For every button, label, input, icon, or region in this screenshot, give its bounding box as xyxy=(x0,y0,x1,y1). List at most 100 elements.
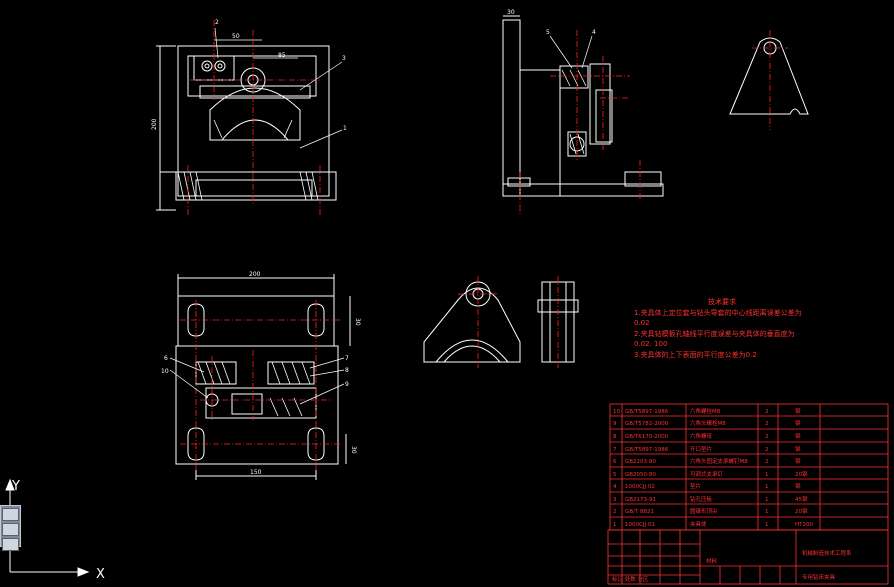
bom-cell-name: 夹具体 xyxy=(690,520,707,528)
callout-plan-7: 7 xyxy=(345,355,349,362)
technical-note-line: 1.夹具体上定位套与钻头导套的中心线距离误差公差为 xyxy=(634,308,802,317)
title-block-department: 机械制造技术工程系 xyxy=(802,549,852,557)
title-block-revision: 标记 处数 分区 xyxy=(612,575,649,583)
bom-cell-name: 钻孔压板 xyxy=(690,495,713,503)
callout-plan-10: 10 xyxy=(161,368,169,375)
title-block-drawing-name: 专用钻床夹具 xyxy=(802,573,836,581)
bom-cell-name: 可调式支承钉 xyxy=(690,470,724,478)
toolbar-button[interactable] xyxy=(2,523,19,536)
bom-cell-code: GB/T5897-1986 xyxy=(625,447,669,453)
callout-side-4: 4 xyxy=(592,29,596,36)
bom-cell-no: 10 xyxy=(613,409,620,415)
plan-view xyxy=(175,274,351,480)
callout-plan-6: 6 xyxy=(164,355,168,362)
toolbar-button[interactable] xyxy=(2,538,19,551)
side-view-leaders xyxy=(549,35,593,69)
dim-plan-side: 30 xyxy=(354,318,361,326)
bom-cell-name: 开口垫片 xyxy=(690,445,712,453)
bom-cell-name: 圆锥形顶尖 xyxy=(690,507,718,515)
bom-cell-no: 7 xyxy=(613,447,617,453)
bom-cell-name: 六角螺栓M8 xyxy=(690,407,721,415)
dim-offset-85: 85 xyxy=(278,52,286,59)
technical-note-line: 2.夹具钻模板孔轴线平行度误差与夹具体的垂直度为 xyxy=(634,329,795,338)
bom-cell-mat: 45钢 xyxy=(795,495,808,503)
technical-notes: 技术要求 1.夹具体上定位套与钻头导套的中心线距离误差公差为 0.02 2.夹具… xyxy=(634,297,802,360)
part-sketch xyxy=(729,37,809,115)
technical-note-line: 0.02 xyxy=(634,319,650,327)
title-block-material: 材料 xyxy=(706,557,718,565)
bom-cell-code: 1000CJJ 01 xyxy=(625,522,655,528)
bom-cell-code: GB2050-80 xyxy=(625,472,657,478)
bom-cell-no: 4 xyxy=(613,484,617,490)
bom-cell-mat: 钢 xyxy=(795,482,801,490)
bom-cell-mat: 钢 xyxy=(795,445,801,453)
bom-cell-qty: 2 xyxy=(765,447,769,453)
bom-cell-qty: 1 xyxy=(765,472,769,478)
bom-cell-no: 5 xyxy=(613,472,617,478)
part-sketch-centerlines xyxy=(752,30,788,130)
dim-plan-bottom-side: 30 xyxy=(350,446,357,454)
bom-cell-qty: 1 xyxy=(765,522,769,528)
technical-note-line: 0.02. 100 xyxy=(634,340,668,348)
floating-toolbar[interactable] xyxy=(0,505,21,551)
dim-height-200: 200 xyxy=(151,118,158,130)
bom-cell-mat: 钢 xyxy=(795,457,801,465)
bom-cell-code: GB/T6170-2000 xyxy=(625,434,669,440)
front-view-leaders xyxy=(214,27,343,149)
bom-cell-mat: 钢 xyxy=(795,432,801,440)
bom-cell-no: 1 xyxy=(613,522,617,528)
toolbar-button[interactable] xyxy=(2,508,19,521)
bom-cell-mat: 20钢 xyxy=(795,507,808,515)
front-view-centerlines xyxy=(187,20,321,215)
workpiece-centerlines xyxy=(458,276,559,368)
technical-notes-title: 技术要求 xyxy=(708,298,736,306)
plan-view-hatch xyxy=(197,361,311,417)
bom-cell-no: 2 xyxy=(613,509,617,515)
bom-cell-name: 垫片 xyxy=(690,482,701,490)
bom-cell-qty: 2 xyxy=(765,409,769,415)
bom-cell-name: 六角头固定支承螺钉M8 xyxy=(690,457,748,465)
plan-view-leaders xyxy=(169,357,345,405)
bom-cell-code: GB2173-91 xyxy=(625,497,656,503)
ucs-x-label: X xyxy=(96,567,105,582)
bom-cell-no: 9 xyxy=(613,421,617,427)
dim-plan-base: 150 xyxy=(250,469,262,476)
callout-side-5: 5 xyxy=(546,29,550,36)
bom-cell-no: 8 xyxy=(613,434,617,440)
bom-cell-qty: 2 xyxy=(765,421,769,427)
side-view xyxy=(502,15,664,197)
bom-cell-qty: 2 xyxy=(765,459,769,465)
bom-cell-mat: HT200 xyxy=(795,522,813,528)
side-view-centerlines xyxy=(519,30,641,215)
bom-cell-no: 3 xyxy=(613,497,617,503)
callout-front-3: 3 xyxy=(342,55,346,62)
bom-cell-qty: 1 xyxy=(765,497,769,503)
bom-cell-code: GB/T 8821 xyxy=(625,509,654,515)
bom-cell-code: GB/T5897-1986 xyxy=(625,409,669,415)
bom-cell-code: GB2203-80 xyxy=(625,459,657,465)
front-view-hatch xyxy=(177,119,319,201)
side-view-hatch xyxy=(561,69,587,155)
bom-cell-name: 六角头螺栓M8 xyxy=(690,419,726,427)
bom-cell-qty: 1 xyxy=(765,509,769,515)
bom-cell-name: 六角螺母 xyxy=(690,432,713,440)
ucs-y-label: Y xyxy=(11,479,20,494)
bom-cell-mat: 20钢 xyxy=(795,470,808,478)
dim-plan-width: 200 xyxy=(249,271,261,278)
callout-front-2: 2 xyxy=(215,19,219,26)
dim-top-width: 50 xyxy=(232,33,240,40)
technical-note-line: 3.夹具体的上下表面的平行度公差为0.2 xyxy=(634,350,757,359)
bom-cell-qty: 2 xyxy=(765,434,769,440)
bom-cell-code: GB/T5782-2000 xyxy=(625,421,669,427)
plan-view-centerlines xyxy=(180,300,340,470)
bom-cell-code: 1000CJJ 02 xyxy=(625,484,655,490)
callout-front-1: 1 xyxy=(343,125,347,132)
bom-table-grid xyxy=(609,403,889,531)
bom-cell-mat: 钢 xyxy=(795,419,801,427)
title-block-grid xyxy=(607,529,889,585)
dim-side-30: 30 xyxy=(507,9,515,16)
callout-plan-8: 8 xyxy=(345,367,349,374)
bom-cell-qty: 1 xyxy=(765,484,769,490)
